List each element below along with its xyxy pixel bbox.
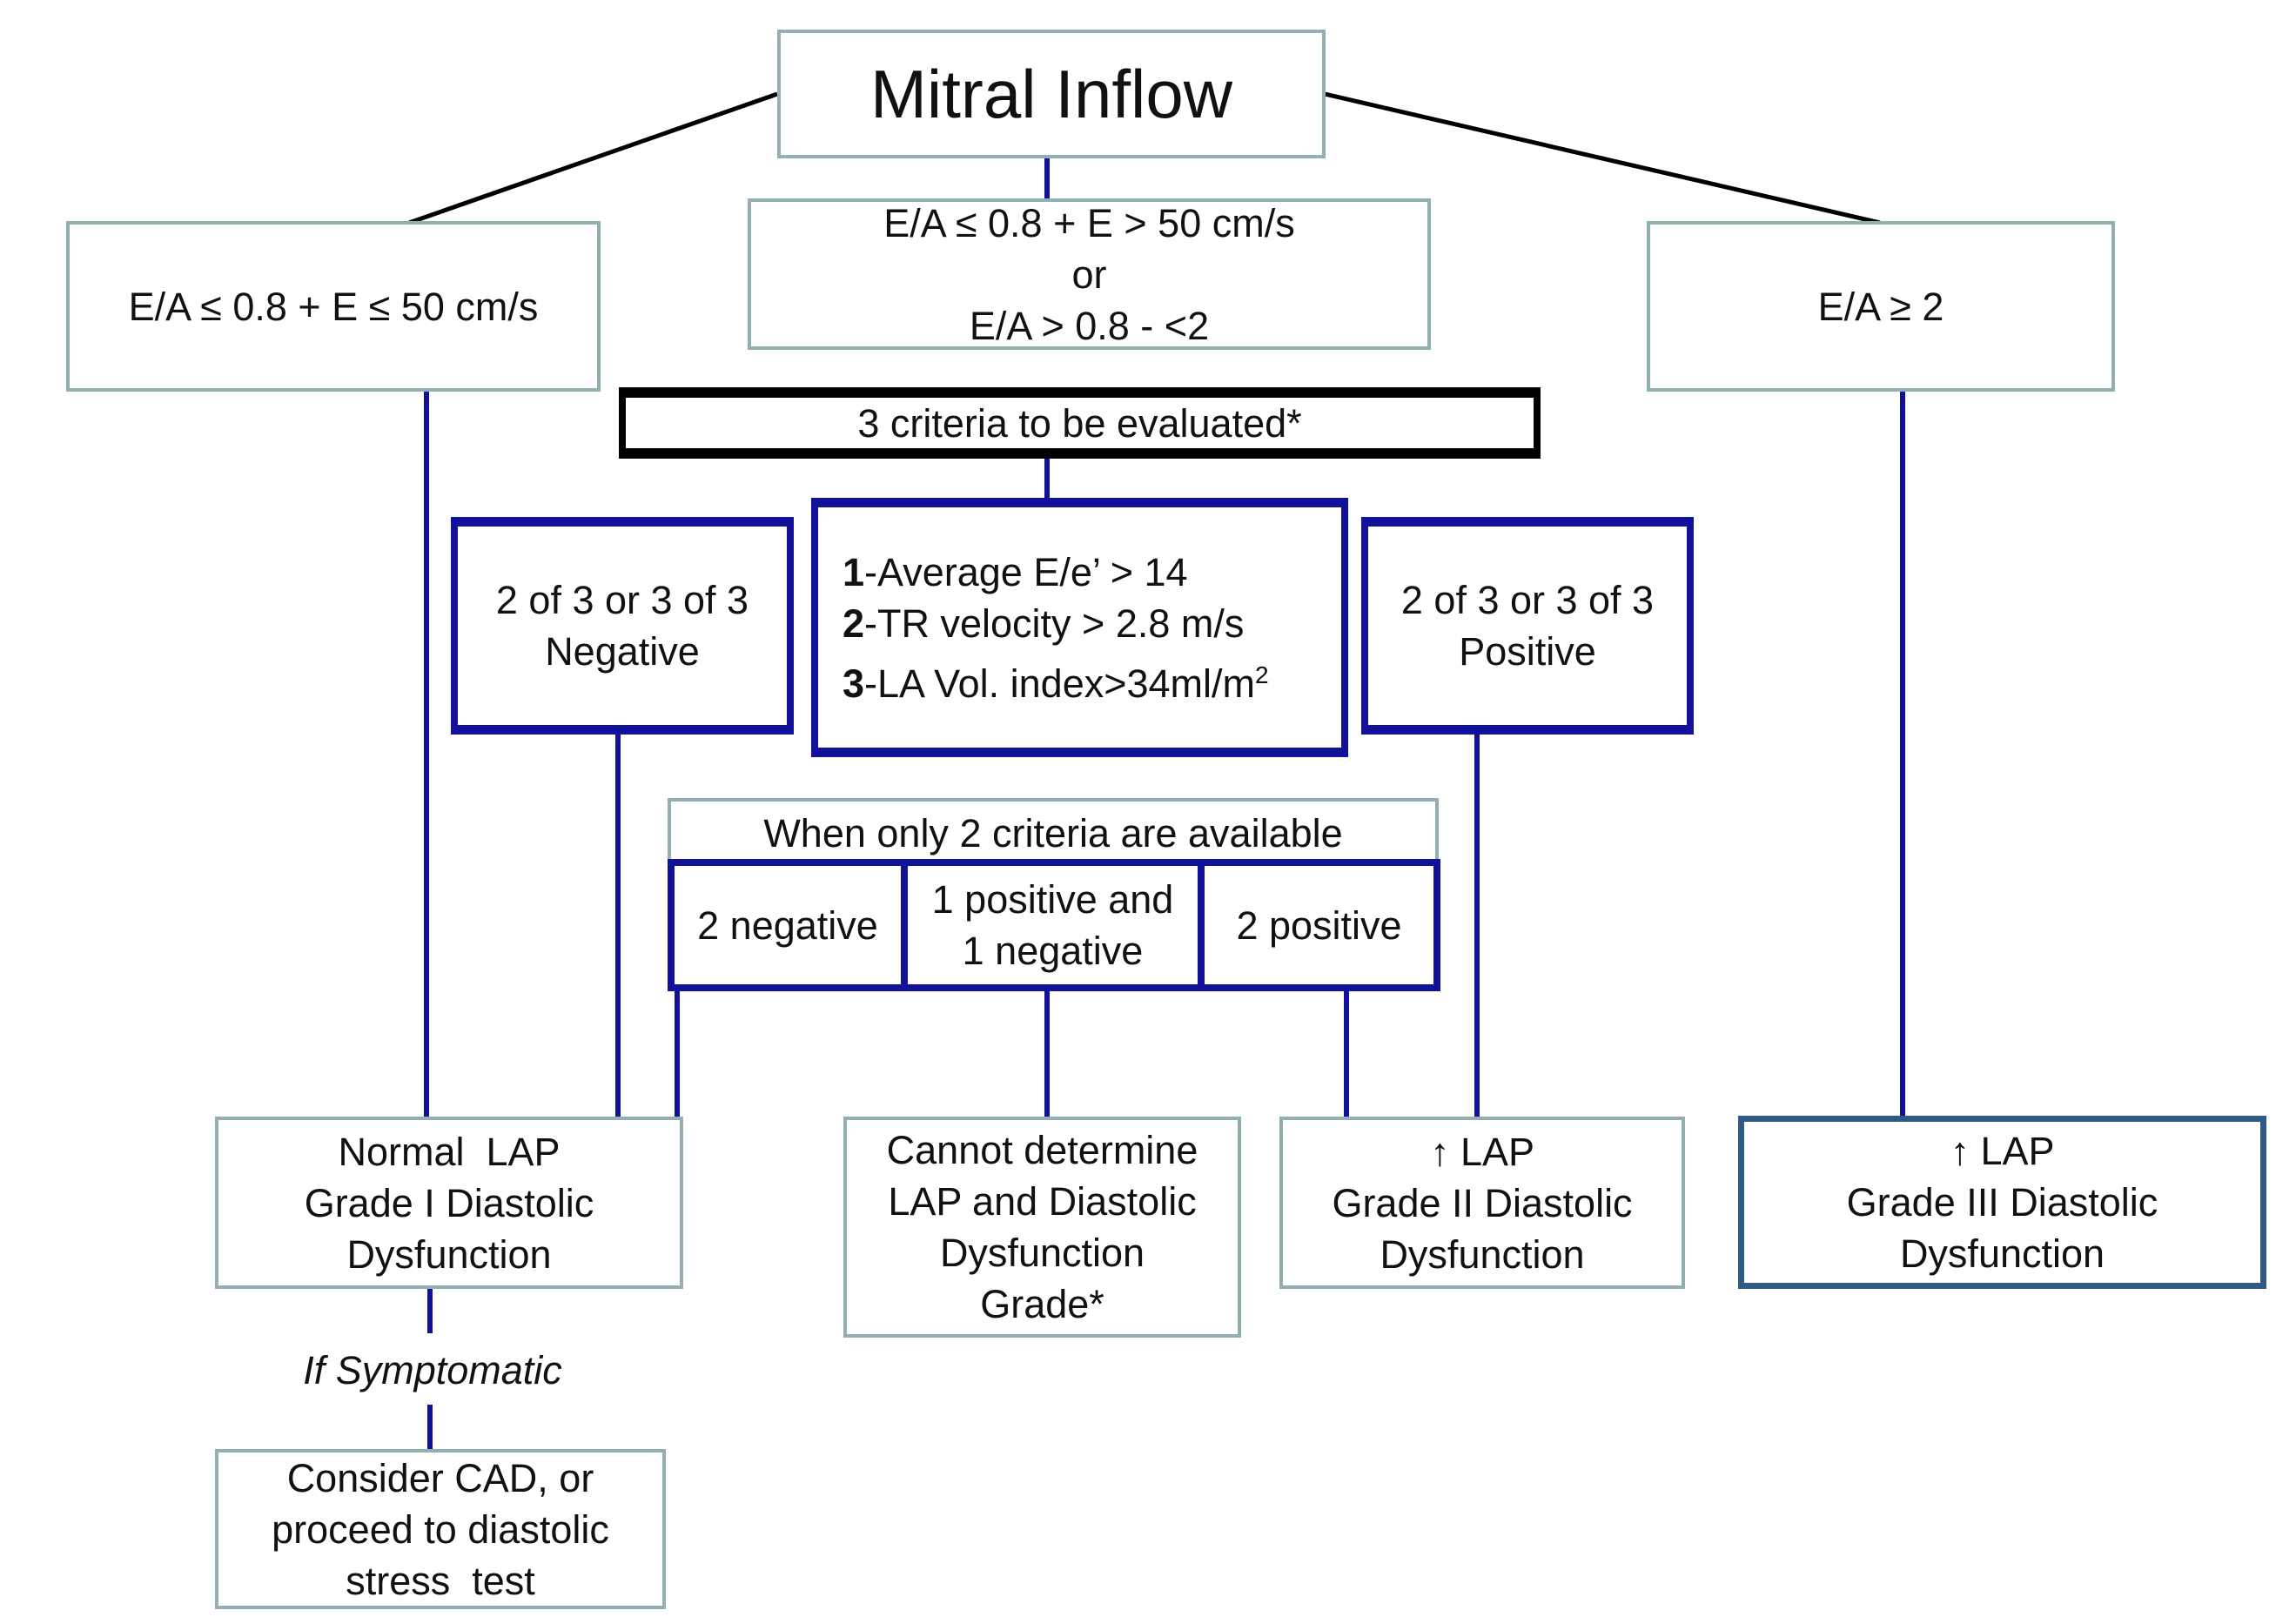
symptomatic-action-line-2: proceed to diastolic <box>272 1506 609 1552</box>
branch-middle-line-1: E/A ≤ 0.8 + E > 50 cm/s <box>883 200 1295 245</box>
criterion-1-text: -Average E/e’ > 14 <box>864 549 1188 594</box>
outcome-grade2-line-1: ↑ LAP <box>1429 1129 1535 1174</box>
outcome-normal-line-1: Normal LAP <box>338 1129 561 1174</box>
mitral-inflow-box: Mitral Inflow <box>777 30 1326 158</box>
criteria-header-label: 3 criteria to be evaluated* <box>857 400 1302 446</box>
symptomatic-action-box: Consider CAD, or proceed to diastolic st… <box>215 1449 666 1609</box>
if-symptomatic-label: If Symptomatic <box>303 1348 562 1392</box>
outcome-indeterminate-line-2: LAP and Diastolic <box>888 1179 1197 1224</box>
criterion-3-number: 3 <box>843 661 865 706</box>
outcome-grade2-line-2: Grade II Diastolic <box>1332 1180 1633 1225</box>
option-2-positive-label: 2 positive <box>1236 902 1402 948</box>
outcome-grade3-line-2: Grade III Diastolic <box>1846 1180 2158 1224</box>
outcome-indeterminate-box: Cannot determine LAP and Diastolic Dysfu… <box>843 1117 1241 1338</box>
branch-middle-box: E/A ≤ 0.8 + E > 50 cm/s or E/A > 0.8 - <… <box>748 198 1431 350</box>
outcome-grade3-line-3: Dysfunction <box>1899 1231 2105 1276</box>
symptomatic-action-line-1: Consider CAD, or <box>286 1455 594 1500</box>
outcome-normal-line-2: Grade I Diastolic <box>304 1180 594 1225</box>
mitral-inflow-title: Mitral Inflow <box>869 56 1233 132</box>
outcome-normal-line-3: Dysfunction <box>346 1231 552 1277</box>
branch-middle-line-2: or <box>1071 252 1107 297</box>
connector-symptomatic-to-action <box>427 1405 433 1450</box>
outcome-normal-box: Normal LAP Grade I Diastolic Dysfunction <box>215 1117 683 1289</box>
outcome-grade2-line-3: Dysfunction <box>1380 1231 1585 1277</box>
connector-right-to-grade3 <box>1900 391 1905 1118</box>
two-criteria-option-2-negative: 2 negative <box>668 859 908 991</box>
positive-line-1: 2 of 3 or 3 of 3 <box>1400 578 1655 622</box>
criterion-3: 3-LA Vol. index>34ml/m2 <box>843 649 1269 709</box>
option-2-negative-label: 2 negative <box>697 902 878 948</box>
criteria-list-box: 1-Average E/e’ > 14 2-TR velocity > 2.8 … <box>811 498 1348 757</box>
outcome-grade3-line-1: ↑ LAP <box>1950 1129 2055 1173</box>
connector-positive-to-grade2 <box>1474 732 1480 1118</box>
criterion-3-superscript: 2 <box>1255 661 1269 688</box>
branch-right-box: E/A ≥ 2 <box>1647 221 2115 392</box>
positive-line-2: Positive <box>1459 629 1596 674</box>
criterion-1-number: 1 <box>843 549 865 594</box>
negative-box: 2 of 3 or 3 of 3 Negative <box>451 517 794 735</box>
symptomatic-action-line-3: stress test <box>346 1558 535 1603</box>
outcome-indeterminate-line-3: Dysfunction <box>939 1231 1145 1275</box>
connector-negative-to-normal <box>615 732 621 1118</box>
negative-line-2: Negative <box>545 629 700 674</box>
connector-mitral-to-right <box>1324 91 1881 225</box>
branch-middle-line-3: E/A > 0.8 - <2 <box>969 303 1210 348</box>
criterion-2-number: 2 <box>843 601 865 646</box>
two-criteria-header-box: When only 2 criteria are available <box>668 798 1439 864</box>
positive-box: 2 of 3 or 3 of 3 Positive <box>1361 517 1694 735</box>
two-criteria-header-label: When only 2 criteria are available <box>763 810 1343 855</box>
criterion-2: 2-TR velocity > 2.8 m/s <box>843 598 1244 649</box>
criterion-2-text: -TR velocity > 2.8 m/s <box>864 601 1245 646</box>
branch-right-label: E/A ≥ 2 <box>1817 284 1944 329</box>
outcome-grade3-box: ↑ LAP Grade III Diastolic Dysfunction <box>1738 1116 2266 1289</box>
criteria-header-box: 3 criteria to be evaluated* <box>619 387 1541 459</box>
outcome-grade2-box: ↑ LAP Grade II Diastolic Dysfunction <box>1279 1117 1685 1289</box>
branch-left-box: E/A ≤ 0.8 + E ≤ 50 cm/s <box>66 221 601 392</box>
two-criteria-option-2-positive: 2 positive <box>1198 859 1440 991</box>
branch-left-label: E/A ≤ 0.8 + E ≤ 50 cm/s <box>128 284 539 329</box>
outcome-indeterminate-line-4: Grade* <box>980 1282 1104 1326</box>
criterion-1: 1-Average E/e’ > 14 <box>843 547 1188 598</box>
outcome-indeterminate-line-1: Cannot determine <box>886 1128 1198 1172</box>
option-mixed-line-2: 1 negative <box>962 929 1144 973</box>
negative-line-1: 2 of 3 or 3 of 3 <box>495 578 749 622</box>
criterion-3-text: -LA Vol. index>34ml/m <box>864 661 1256 706</box>
connector-mixed-to-indeterminate <box>1044 990 1050 1118</box>
option-mixed-line-1: 1 positive and <box>931 877 1174 922</box>
connector-2pos-to-grade2 <box>1344 990 1349 1118</box>
connector-mitral-to-left <box>408 91 778 225</box>
connector-2neg-to-normal <box>675 990 680 1118</box>
connector-left-to-normal <box>424 391 429 1118</box>
connector-normal-to-symptomatic <box>427 1288 433 1333</box>
connector-mitral-to-middle <box>1044 158 1050 200</box>
two-criteria-option-mixed: 1 positive and 1 negative <box>901 859 1205 991</box>
connector-criteria-header-to-criteria <box>1044 457 1050 500</box>
